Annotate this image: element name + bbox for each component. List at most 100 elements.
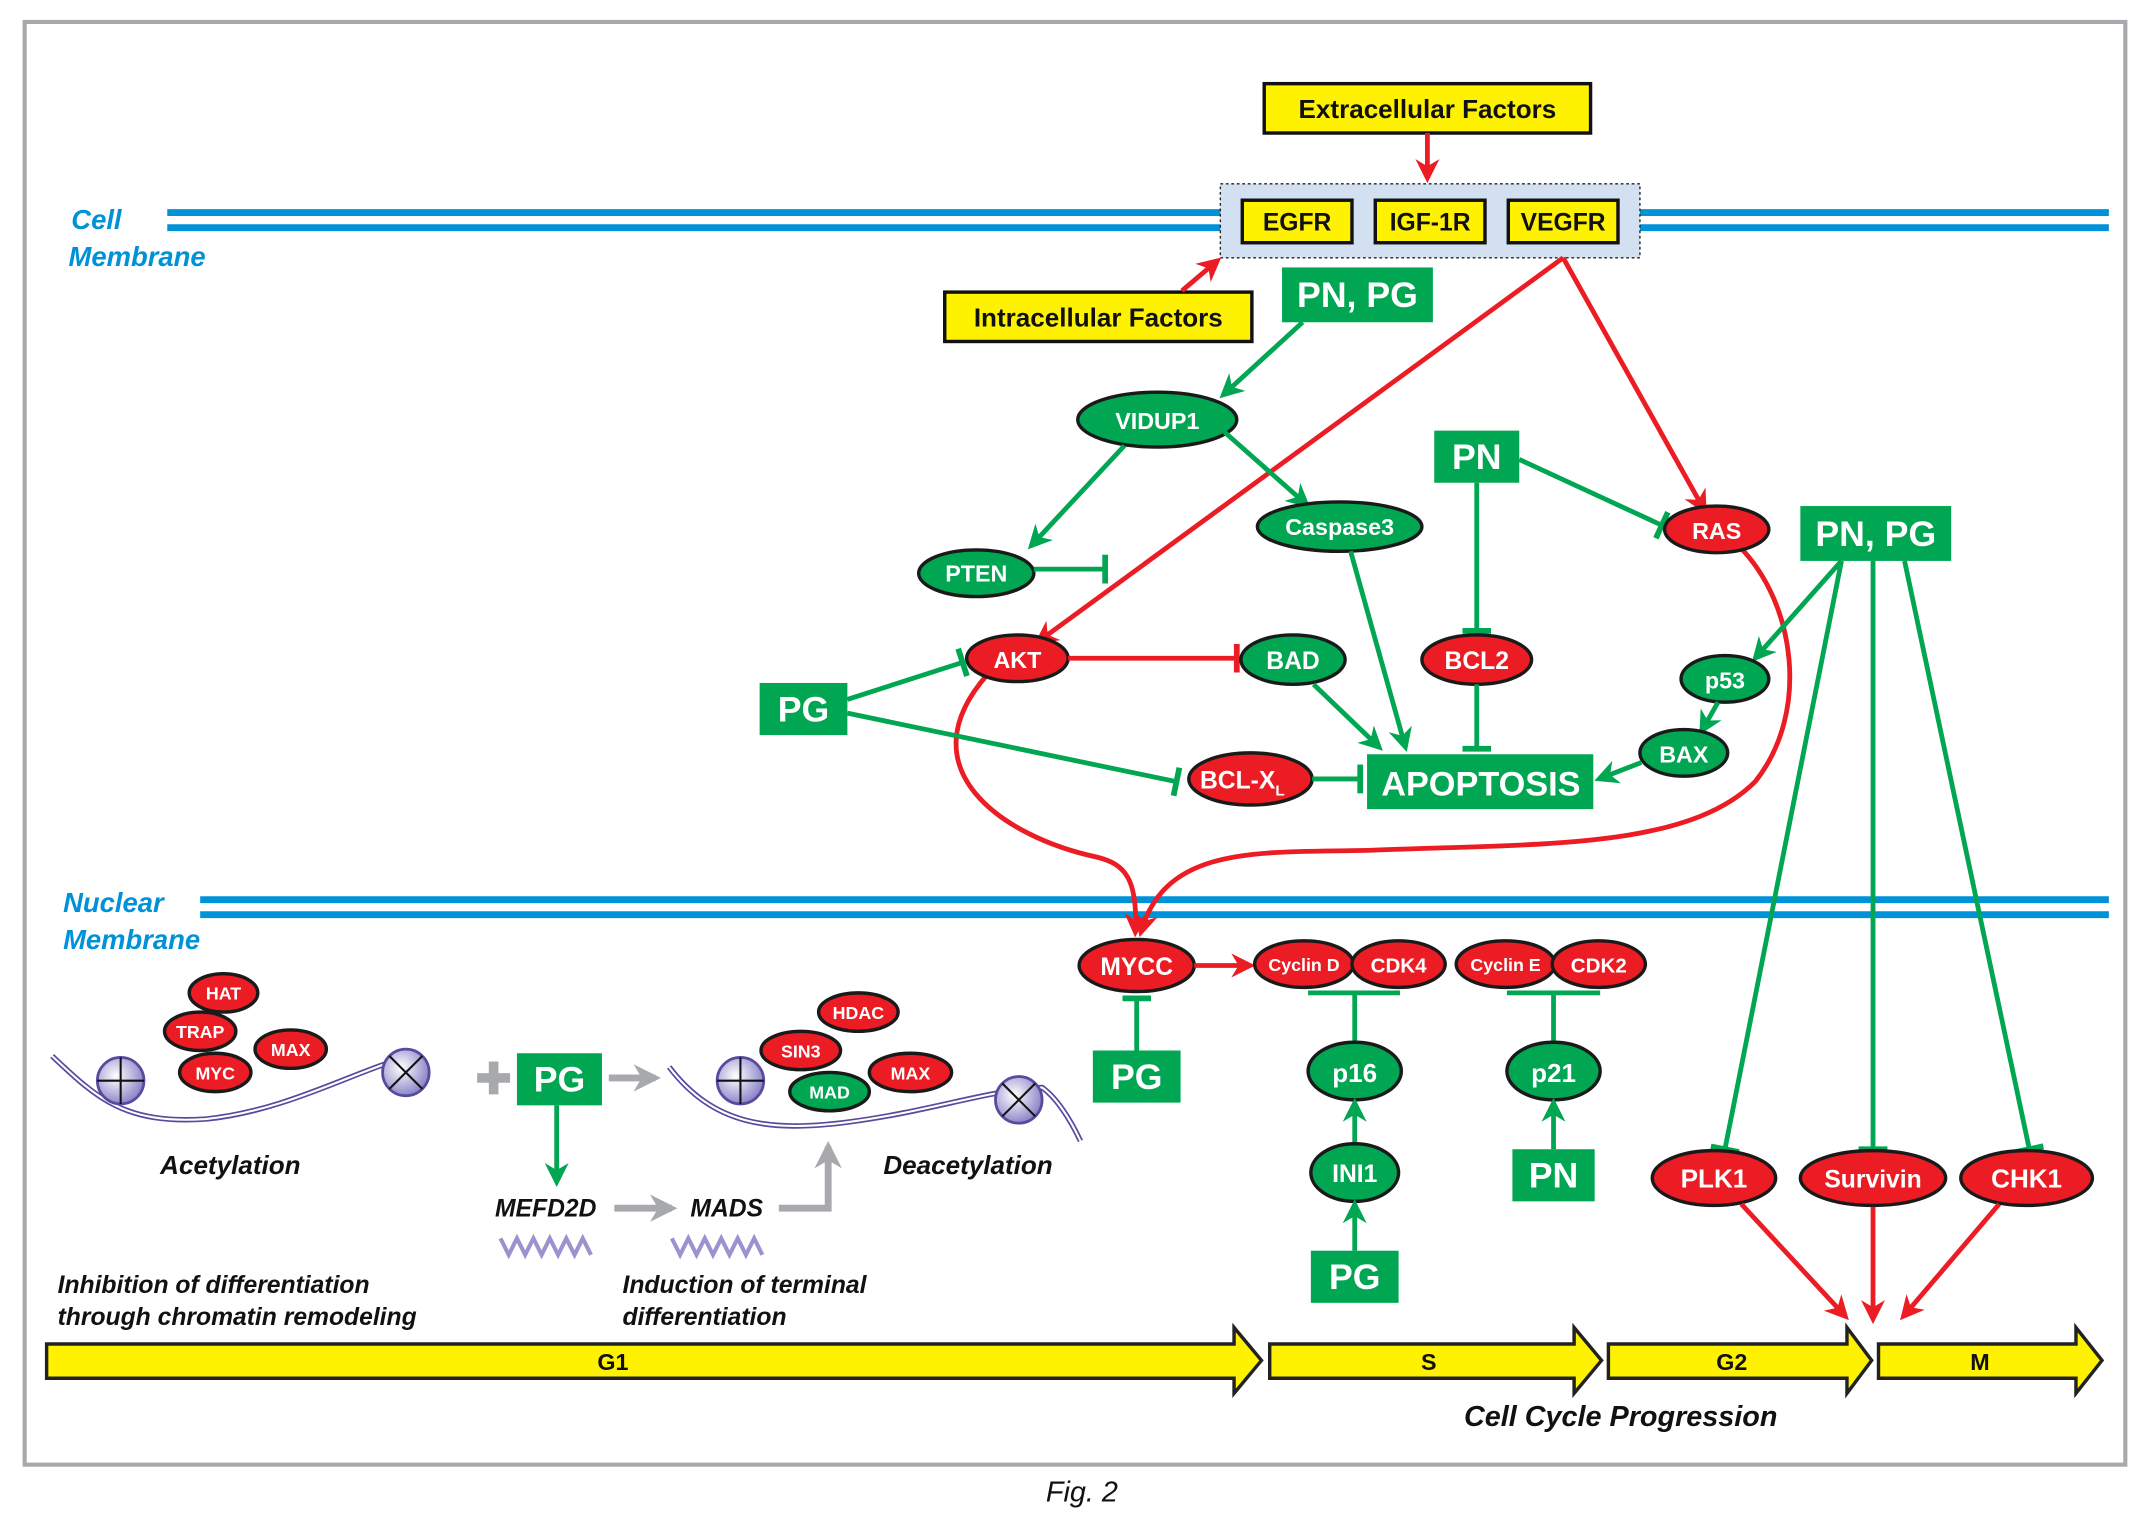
- svg-text:p53: p53: [1705, 667, 1745, 693]
- apoptosis-box: APOPTOSIS: [1367, 754, 1594, 810]
- svg-text:BCL2: BCL2: [1445, 648, 1509, 675]
- svg-text:PG: PG: [778, 689, 829, 729]
- gene-mads: MADS: [690, 1195, 763, 1222]
- intracellular-factors-box: Intracellular Factors: [943, 290, 1254, 344]
- inhibit-pnpg-to-chk1: [1902, 560, 2045, 1156]
- node-cdk4: CDK4: [1350, 939, 1447, 990]
- svg-text:VEGFR: VEGFR: [1521, 209, 1606, 236]
- drug-box-pn-pg-top: PN, PG: [1282, 267, 1433, 323]
- receptor-egfr: EGFR: [1240, 198, 1354, 245]
- protein-trap: TRAP: [162, 1010, 238, 1053]
- nuclear-membrane-label-1: Nuclear: [63, 887, 165, 918]
- svg-text:MYCC: MYCC: [1100, 954, 1173, 981]
- svg-text:Extracellular Factors: Extracellular Factors: [1299, 94, 1557, 124]
- svg-text:IGF-1R: IGF-1R: [1390, 209, 1471, 236]
- node-bcl2: BCL2: [1420, 633, 1534, 687]
- node-survivin: Survivin: [1798, 1148, 1948, 1208]
- inhibition-text-line2: through chromatin remodeling: [58, 1304, 417, 1331]
- deacetylation-label: Deacetylation: [883, 1150, 1052, 1180]
- svg-text:G1: G1: [597, 1349, 628, 1375]
- svg-text:Intracellular Factors: Intracellular Factors: [974, 302, 1223, 332]
- chromatin-acetylation: HAT TRAP MAX MYC: [50, 971, 431, 1123]
- svg-text:HDAC: HDAC: [833, 1003, 885, 1023]
- phase-s: S: [1267, 1322, 1604, 1399]
- protein-hdac: HDAC: [816, 991, 900, 1034]
- protein-max: MAX: [867, 1051, 954, 1094]
- svg-text:SIN3: SIN3: [781, 1041, 821, 1061]
- svg-text:MAX: MAX: [271, 1040, 311, 1060]
- node-ini1: INI1: [1309, 1142, 1401, 1204]
- cell-membrane-label-2: Membrane: [69, 241, 206, 272]
- induction-text-line1: Induction of terminal: [623, 1272, 868, 1299]
- node-cyclin-e: Cyclin E: [1454, 939, 1557, 990]
- arrow-receptor-to-akt: [1034, 255, 1565, 645]
- protein-hat: HAT: [187, 971, 260, 1014]
- arrow-intracellular-to-receptors: [1180, 257, 1222, 293]
- drug-box-pg-ini1: PG: [1310, 1250, 1399, 1303]
- svg-text:G2: G2: [1716, 1349, 1747, 1375]
- node-akt: AKT: [964, 633, 1070, 684]
- svg-text:APOPTOSIS: APOPTOSIS: [1381, 765, 1580, 803]
- svg-text:MYC: MYC: [195, 1063, 235, 1083]
- protein-myc: MYC: [177, 1051, 253, 1094]
- svg-text:PG: PG: [1111, 1057, 1162, 1097]
- node-caspase3: Caspase3: [1255, 500, 1424, 554]
- svg-text:PN, PG: PN, PG: [1297, 275, 1418, 315]
- node-bad: BAD: [1239, 633, 1347, 687]
- arrow-ras-to-mycc: [1134, 544, 1793, 938]
- plus-icon: [477, 1061, 511, 1095]
- drug-box-pg-chromatin: PG: [516, 1053, 602, 1106]
- arrow-vidup1-to-pten: [1027, 444, 1127, 550]
- svg-text:CHK1: CHK1: [1991, 1164, 2062, 1194]
- arrow-receptor-to-ras: [1561, 256, 1707, 515]
- receptor-vegfr: VEGFR: [1506, 198, 1620, 245]
- arrow-mads-to-chromatin: [778, 1141, 842, 1212]
- extracellular-factors-box: Extracellular Factors: [1262, 81, 1593, 135]
- node-plk1: PLK1: [1650, 1148, 1778, 1208]
- svg-text:EGFR: EGFR: [1263, 209, 1332, 236]
- svg-text:PTEN: PTEN: [945, 560, 1007, 586]
- svg-text:VIDUP1: VIDUP1: [1115, 408, 1199, 434]
- svg-text:MAX: MAX: [891, 1063, 931, 1083]
- drug-box-pn-p21: PN: [1512, 1149, 1595, 1202]
- svg-text:BAD: BAD: [1266, 648, 1319, 675]
- arrow-p53-to-bax: [1699, 700, 1722, 736]
- arrow-bad-to-apoptosis: [1311, 682, 1383, 751]
- protein-mad: MAD: [788, 1070, 872, 1113]
- arrow-pnpg-to-vidup1: [1219, 320, 1305, 399]
- svg-text:RAS: RAS: [1692, 518, 1741, 544]
- svg-text:S: S: [1421, 1349, 1437, 1375]
- phase-m: M: [1876, 1322, 2105, 1399]
- arrow-akt-to-mycc: [953, 673, 1149, 938]
- svg-text:PG: PG: [534, 1060, 585, 1100]
- svg-text:MAD: MAD: [809, 1082, 850, 1102]
- svg-text:Caspase3: Caspase3: [1285, 514, 1394, 540]
- svg-text:Survivin: Survivin: [1824, 1167, 1921, 1194]
- svg-text:PLK1: PLK1: [1681, 1164, 1748, 1194]
- gene-mefd2d: MEFD2D: [495, 1195, 597, 1222]
- svg-text:p16: p16: [1332, 1058, 1377, 1088]
- node-bcl-xl: BCL-XL: [1187, 751, 1314, 807]
- phase-g2: G2: [1606, 1322, 1874, 1399]
- cell-membrane: Cell Membrane: [69, 204, 2109, 272]
- acetylation-label: Acetylation: [159, 1150, 300, 1180]
- svg-text:p21: p21: [1531, 1058, 1576, 1088]
- protein-max: MAX: [253, 1028, 329, 1071]
- arrow-pnpg-to-p53: [1751, 559, 1844, 662]
- svg-text:Cyclin D: Cyclin D: [1268, 955, 1339, 975]
- nuclear-membrane-label-2: Membrane: [63, 924, 200, 955]
- svg-text:TRAP: TRAP: [176, 1022, 225, 1042]
- receptor-igf1r: IGF-1R: [1373, 198, 1487, 245]
- svg-text:PN: PN: [1452, 437, 1502, 477]
- drug-box-pg-akt: PG: [759, 682, 848, 736]
- cell-cycle-label: Cell Cycle Progression: [1464, 1401, 1778, 1433]
- drug-box-pg-mycc: PG: [1092, 1050, 1181, 1103]
- arrow-vidup1-to-caspase3: [1222, 430, 1311, 508]
- node-chk1: CHK1: [1959, 1148, 2095, 1208]
- node-ras: RAS: [1662, 504, 1771, 555]
- arrow-plk1-to-m: [1739, 1202, 1849, 1321]
- svg-text:BAX: BAX: [1659, 741, 1709, 767]
- cell-membrane-label-1: Cell: [71, 204, 123, 235]
- figure-caption: Fig. 2: [1046, 1477, 1118, 1509]
